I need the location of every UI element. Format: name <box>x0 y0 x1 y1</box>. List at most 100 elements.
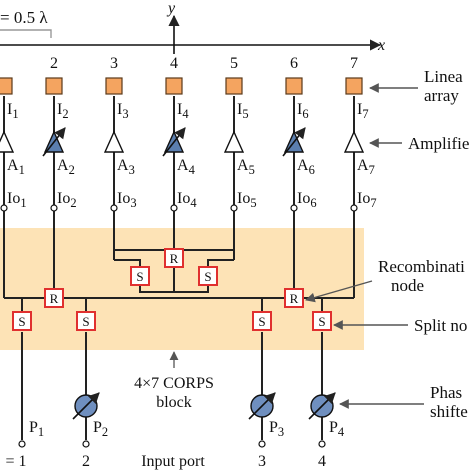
recombination-arrow <box>305 280 373 303</box>
split-node-symbol: S <box>318 314 325 329</box>
amplifier-label: A6 <box>297 157 315 177</box>
gain-control-arrow <box>282 127 306 157</box>
element-number: 7 <box>350 55 358 72</box>
recombination-label: Recombinati <box>378 257 465 276</box>
feed-network-wires <box>3 96 355 440</box>
spacing-label: = 0.5 λ <box>0 8 48 27</box>
split-label: Split no <box>414 316 467 335</box>
output-current-label: Io4 <box>177 190 197 210</box>
current-label: I3 <box>117 101 129 121</box>
amplifier-label: A7 <box>357 157 375 177</box>
recombination-node: R <box>164 248 184 268</box>
port-terminal <box>82 440 90 448</box>
recombination-label-2: node <box>391 276 424 295</box>
port-number: 2 <box>82 453 90 470</box>
amplifier-label: Amplifie <box>408 134 469 153</box>
y-axis-label: y <box>166 0 176 17</box>
port-terminal <box>318 440 326 448</box>
input-port-label: Input port <box>141 453 205 470</box>
block-label-line2: block <box>156 394 192 411</box>
split-node: S <box>130 266 150 286</box>
port-terminal <box>258 440 266 448</box>
antenna-element <box>345 77 363 95</box>
gain-control-arrow <box>162 127 186 157</box>
amplifier-icon <box>343 130 365 153</box>
port-label: P3 <box>269 419 284 439</box>
current-label: I4 <box>177 101 189 121</box>
output-current-label: Io6 <box>297 190 317 210</box>
antenna-element <box>165 77 183 95</box>
split-node-box <box>130 266 150 286</box>
element-number: 4 <box>170 55 178 72</box>
phase-control-arrow <box>248 392 276 420</box>
recombination-node-box <box>164 248 184 268</box>
output-current-label: Io3 <box>117 190 137 210</box>
annotations: Linea array Amplifie Recombinati node Sp… <box>305 67 469 421</box>
element-number: 3 <box>110 55 118 72</box>
linear-array-label: Linea <box>424 67 463 86</box>
port-label: P4 <box>329 419 345 439</box>
linear-array-label-2: array <box>424 86 459 105</box>
block-label-line1: 4×7 CORPS <box>134 375 214 392</box>
amplifier-icon <box>0 130 15 153</box>
element-number: 5 <box>230 55 238 72</box>
phase-control-arrow <box>308 392 336 420</box>
axes: x y = 0.5 λ <box>0 0 385 54</box>
recombination-node-box <box>44 288 64 308</box>
split-node-symbol: S <box>136 269 143 284</box>
antenna-element <box>225 77 243 95</box>
input-port-3: P33 <box>248 392 284 470</box>
current-label: I1 <box>7 101 19 121</box>
port-number: 4 <box>318 453 326 470</box>
split-node-symbol: S <box>18 314 25 329</box>
junction-dot <box>290 204 298 212</box>
network-wire <box>139 268 175 293</box>
split-node-symbol: S <box>204 269 211 284</box>
antenna-element <box>105 77 123 95</box>
amplifier-icon <box>103 130 125 153</box>
gain-control-arrow <box>42 127 66 157</box>
network-wire <box>174 249 235 260</box>
spacing-bracket <box>0 29 52 38</box>
output-current-label: Io1 <box>7 190 27 210</box>
x-axis-label: x <box>377 37 385 54</box>
amplifier-label: A1 <box>7 157 25 177</box>
junction-dot <box>0 204 8 212</box>
junction-dot <box>230 204 238 212</box>
junction-dot <box>350 204 358 212</box>
amplifier-label: A2 <box>57 157 75 177</box>
phase-label-2: shifte <box>430 402 468 421</box>
element-number: 6 <box>290 55 298 72</box>
current-label: I6 <box>297 101 309 121</box>
junction-dot <box>170 204 178 212</box>
port-label: P1 <box>29 419 44 439</box>
current-label: I7 <box>357 101 369 121</box>
recombination-node-box <box>284 288 304 308</box>
amplifier-label: A4 <box>177 157 196 177</box>
port-number: 3 <box>258 453 266 470</box>
antenna-element <box>0 77 13 95</box>
split-node: S <box>198 266 218 286</box>
output-current-label: Io7 <box>357 190 377 210</box>
array-elements: I1A1Io12I2A2Io23I3A3Io34I4A4Io45I5A5Io56… <box>0 55 377 212</box>
split-node: S <box>312 311 332 331</box>
junction-dot <box>110 204 118 212</box>
output-current-label: Io2 <box>57 190 77 210</box>
split-node-box <box>12 311 32 331</box>
split-node-box <box>312 311 332 331</box>
recombination-node-symbol: R <box>50 291 59 306</box>
split-node-box <box>252 311 272 331</box>
block-caption: 4×7 CORPS block <box>134 351 214 411</box>
input-port-4: P44 <box>308 392 345 470</box>
antenna-element <box>45 77 63 95</box>
split-node-symbol: S <box>258 314 265 329</box>
